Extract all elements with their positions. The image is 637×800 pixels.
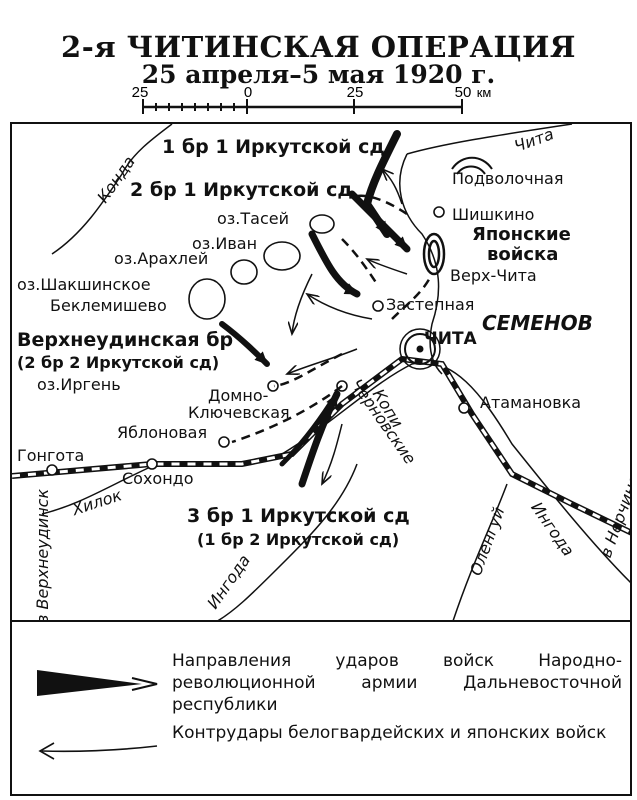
place-podvolochnaya: Подволочная <box>452 169 564 188</box>
direction-verkhneudinsk: в Верхнеудинск <box>33 488 52 622</box>
town-yablonovaya <box>218 436 230 448</box>
main-strikes <box>219 130 411 488</box>
place-zastepnaya: Застепная <box>386 295 475 314</box>
town-zastepnaya <box>372 300 384 312</box>
semenov-label: СЕМЕНОВ <box>482 311 593 335</box>
scale-tick-label: 50 <box>455 84 472 101</box>
lake-arakhley <box>230 259 258 285</box>
lake-ivan-label: оз.Иван <box>192 234 258 253</box>
map-drawing <box>12 124 630 620</box>
place-verkh-chita: Верх-Чита <box>450 266 537 285</box>
japanese-position <box>422 156 493 276</box>
lake-irgen-label: оз.Иргень <box>37 375 121 394</box>
place-yablonovaya: Яблоновая <box>117 423 208 442</box>
place-domno-2: Ключевская <box>188 403 290 422</box>
legend-text-counter: Контрудары белогвардейских и японских во… <box>172 723 607 743</box>
town-domno <box>267 380 279 392</box>
map-area: 1 бр 1 Иркутской сд 2 бр 1 Иркутской сд … <box>10 122 632 622</box>
river-chita-main <box>399 153 443 375</box>
scale-bar: 25 0 25 50 км <box>132 84 492 114</box>
river-hilok <box>41 463 158 515</box>
scale-tick-label: 25 <box>132 84 149 101</box>
place-gongota: Гонгота <box>17 446 85 465</box>
town-shishkino <box>433 206 445 218</box>
legend-item-counter-strikes: Контрудары белогвардейских и японских во… <box>12 722 634 782</box>
scale-unit: км <box>477 85 492 100</box>
town-atamanovka <box>458 402 470 414</box>
river-olenguy <box>452 483 508 620</box>
lake-ivan <box>263 241 301 271</box>
legend-text-main: Направления ударов войск Народно-революц… <box>172 651 622 715</box>
unit-2br-irkutsk: 2 бр 1 Иркутской сд <box>130 179 353 201</box>
lake-arakhley-label: оз.Арахлей <box>114 249 209 268</box>
place-atamanovka: Атамановка <box>480 393 582 412</box>
place-shishkino: Шишкино <box>452 205 535 224</box>
scale-tick-label: 0 <box>244 84 252 101</box>
unit-verkhneudinsk: Верхнеудинская бр <box>17 329 234 351</box>
lake-shakshinskoe <box>188 278 226 320</box>
lake-tasey <box>309 214 335 234</box>
map-legend: Направления ударов войск Народно-революц… <box>10 622 632 796</box>
chita-city <box>399 328 441 370</box>
unit-3br-irkutsk: 3 бр 1 Иркутской сд <box>187 505 410 527</box>
unit-verkhneudinsk-sub: (2 бр 2 Иркутской сд) <box>17 353 220 372</box>
place-domno-1: Домно- <box>208 386 269 405</box>
river-ingoda-lower <box>217 463 358 620</box>
legend-item-main-strikes: Направления ударов войск Народно-революц… <box>12 638 634 715</box>
japanese-forces-2: войска <box>487 244 559 265</box>
lakes <box>188 214 335 320</box>
unit-3br-irkutsk-sub: (1 бр 2 Иркутской сд) <box>197 530 400 549</box>
counter-strikes <box>287 169 408 484</box>
map-subtitle: 25 апреля–5 мая 1920 г. <box>141 60 496 89</box>
lake-shakshinskoe-label: оз.Шакшинское <box>17 275 151 294</box>
scale-tick-label: 25 <box>347 84 364 101</box>
lake-tasey-label: оз.Тасей <box>217 209 289 228</box>
towns <box>46 206 470 476</box>
map-title: 2-я ЧИТИНСКАЯ ОПЕРАЦИЯ <box>61 30 576 64</box>
river-chita <box>406 124 573 155</box>
japanese-forces-1: Японские <box>472 224 571 245</box>
map-header: 2-я ЧИТИНСКАЯ ОПЕРАЦИЯ 25 апреля–5 мая 1… <box>0 0 637 122</box>
unit-1br-irkutsk: 1 бр 1 Иркутской сд <box>162 136 385 158</box>
river-konda <box>51 124 173 255</box>
main-strike-arrow-icon <box>37 670 158 696</box>
place-chita: ЧИТА <box>424 329 477 349</box>
place-sokhondo: Сохондо <box>122 469 194 488</box>
counter-strike-arrow-icon <box>38 742 158 760</box>
town-sokhondo <box>146 458 158 470</box>
town-gongota <box>46 464 58 476</box>
place-beklemishevo: Беклемишево <box>50 296 167 315</box>
